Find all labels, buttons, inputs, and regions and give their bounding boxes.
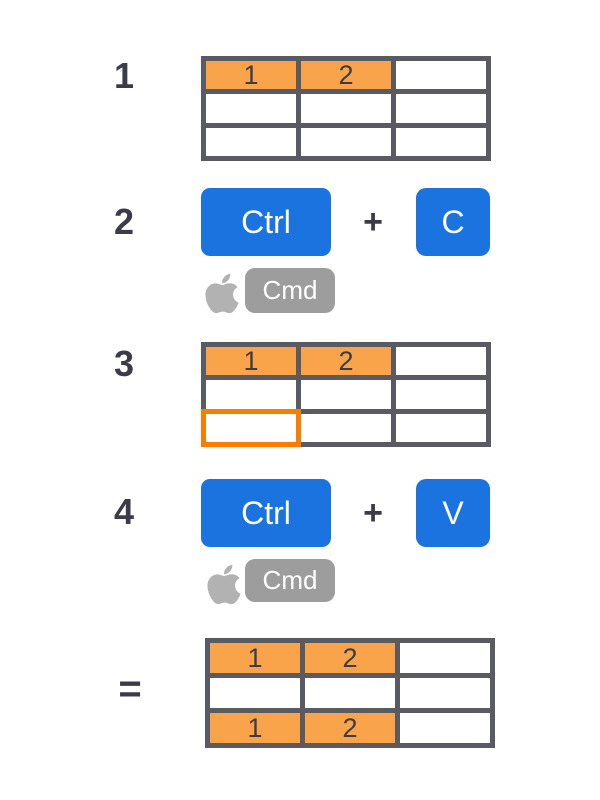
plus-sign: + <box>363 203 383 241</box>
table-cell <box>396 61 486 90</box>
table-cell <box>396 127 486 156</box>
table-cell <box>396 94 486 123</box>
highlighted-cell: 1 <box>210 713 300 743</box>
highlighted-cell: 2 <box>301 347 391 376</box>
highlighted-cell: 1 <box>206 347 296 376</box>
step-3-number: 3 <box>113 343 135 384</box>
v-key: V <box>416 479 490 547</box>
table-cell <box>206 127 296 156</box>
table-cell <box>210 678 300 708</box>
table-cell <box>396 380 486 409</box>
table-cell <box>396 347 486 376</box>
highlighted-cell: 2 <box>305 643 395 673</box>
step-1-number: 1 <box>113 55 135 96</box>
table-cell <box>206 94 296 123</box>
table-cell <box>305 678 395 708</box>
equals-sign: = <box>118 667 142 711</box>
table-cell <box>301 94 391 123</box>
apple-icon <box>207 564 241 605</box>
table-cell <box>396 413 486 442</box>
highlighted-cell: 1 <box>210 643 300 673</box>
apple-icon <box>205 273 239 314</box>
selected-destination-cell <box>206 413 296 442</box>
highlighted-cell: 1 <box>206 61 296 90</box>
plus-sign: + <box>363 494 383 532</box>
c-key: C <box>416 188 490 256</box>
ctrl-key: Ctrl <box>201 479 331 547</box>
table-cell <box>301 127 391 156</box>
table-cell <box>301 413 391 442</box>
step-2-number: 2 <box>113 201 135 242</box>
step-4-number: 4 <box>113 491 135 532</box>
highlighted-cell: 2 <box>305 713 395 743</box>
table-cell <box>400 678 490 708</box>
ctrl-key: Ctrl <box>201 188 331 256</box>
table-cell <box>206 380 296 409</box>
cmd-key: Cmd <box>245 559 335 602</box>
table-cell <box>301 380 391 409</box>
cmd-key: Cmd <box>245 268 335 313</box>
table-cell <box>400 643 490 673</box>
table-cell <box>400 713 490 743</box>
highlighted-cell: 2 <box>301 61 391 90</box>
